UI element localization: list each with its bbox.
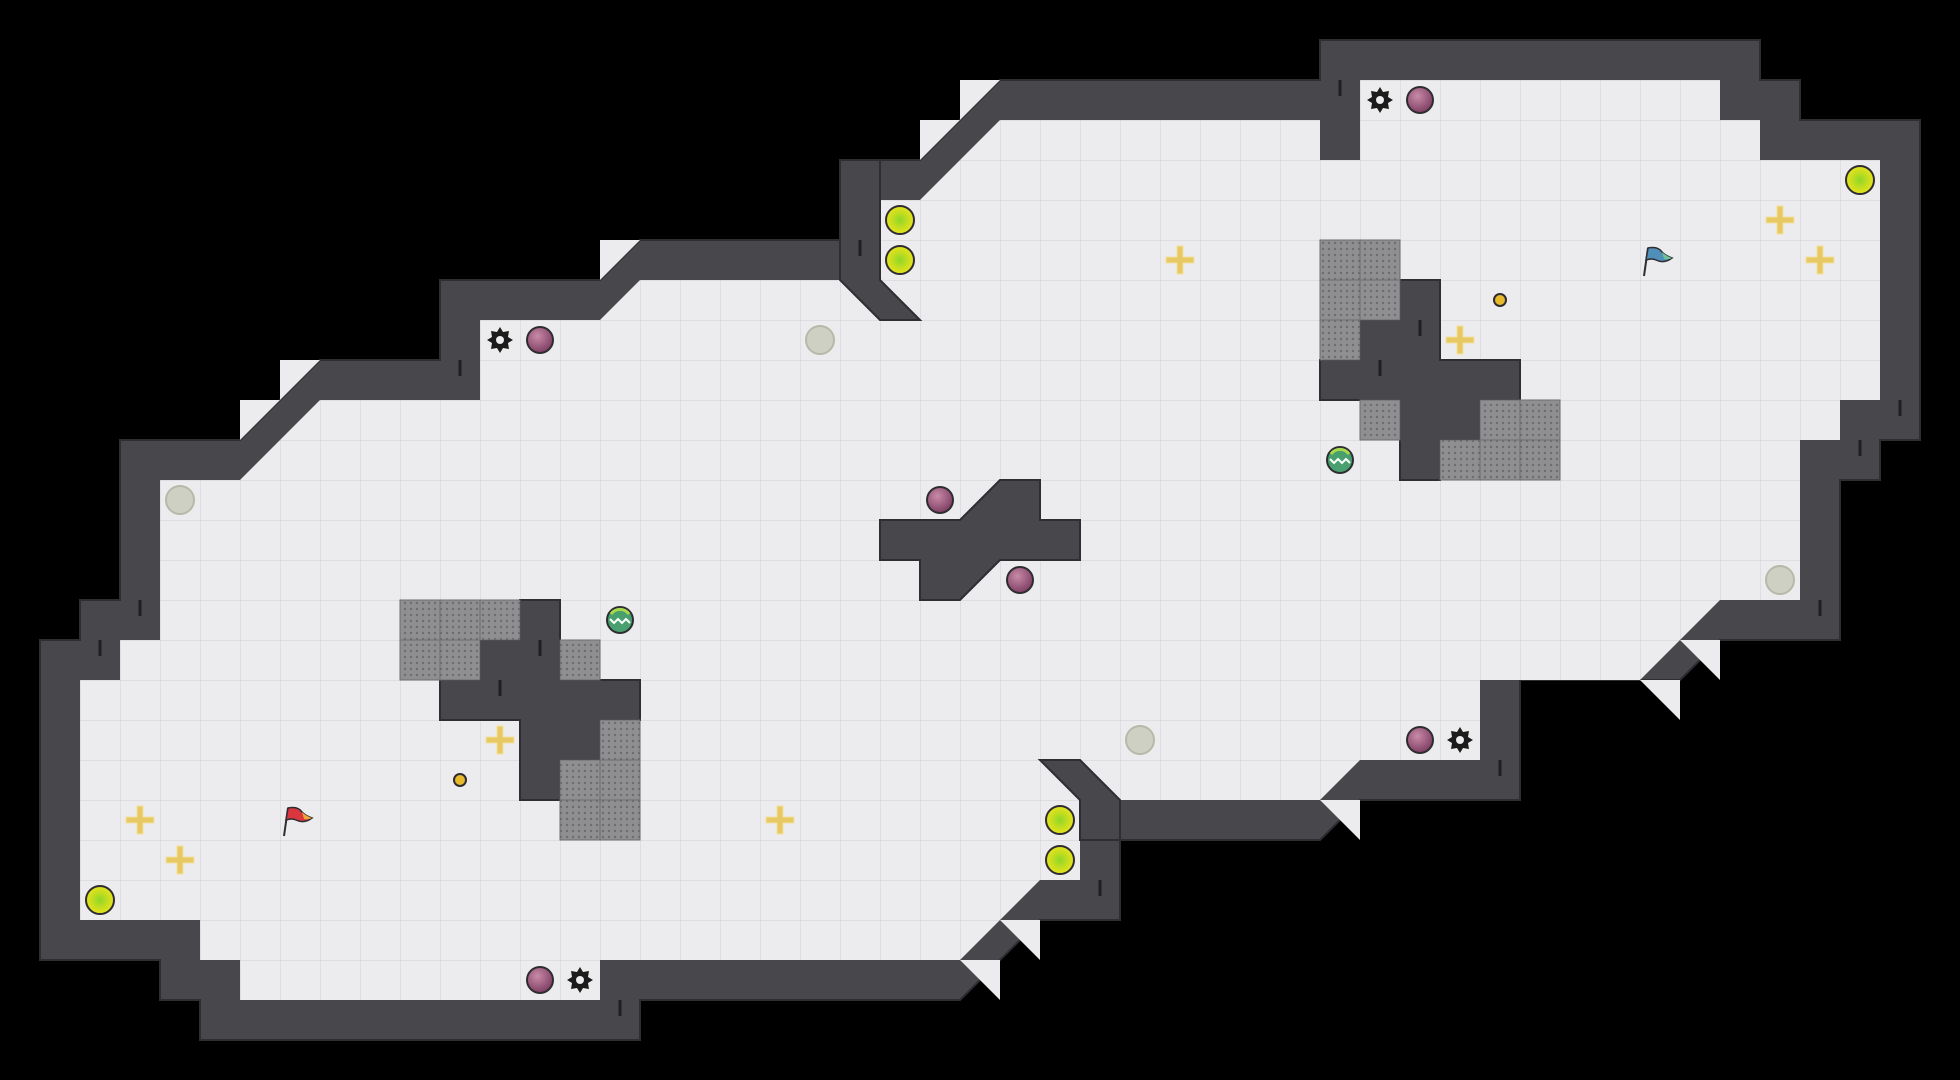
mars-balls [606,446,1354,634]
bomb-icon [1845,165,1875,195]
blue-flag-icon [1643,246,1674,277]
powerup-icon [526,966,554,994]
powerup-icon [926,486,954,514]
portal-icon [805,325,835,355]
spikes [487,87,1473,993]
boost-icon [1165,245,1195,275]
boost-icon [1445,325,1475,355]
corner-wedges [240,80,1720,1000]
boosts [125,205,1835,875]
spike-icon [487,327,513,353]
powerup-icon [1406,86,1434,114]
gates-right [1319,239,1561,481]
powerup-icon [526,326,554,354]
mars-ball-icon [606,606,634,634]
buttons [453,293,1507,787]
bomb-icon [1045,845,1075,875]
spike-icon [1367,87,1393,113]
gates-left [399,599,641,841]
bomb-icon [885,245,915,275]
boost-icon [1765,205,1795,235]
red-flag-icon [283,806,314,837]
mars-ball-icon [1326,446,1354,474]
bomb-icon [85,885,115,915]
boost-icon [125,805,155,835]
portal-icon [1765,565,1795,595]
spike-icon [1447,727,1473,753]
bomb-icon [885,205,915,235]
boost-icon [1805,245,1835,275]
button-icon [1493,293,1507,307]
portal-icon [1125,725,1155,755]
boost-icon [765,805,795,835]
portals [165,325,1795,755]
spike-icon [567,967,593,993]
bombs [85,165,1875,915]
powerup-icon [1406,726,1434,754]
powerups [526,86,1434,994]
boost-icon [485,725,515,755]
wall-ticks [98,80,1902,1016]
powerup-icon [1006,566,1034,594]
boost-icon [165,845,195,875]
button-icon [453,773,467,787]
bomb-icon [1045,805,1075,835]
portal-icon [165,485,195,515]
